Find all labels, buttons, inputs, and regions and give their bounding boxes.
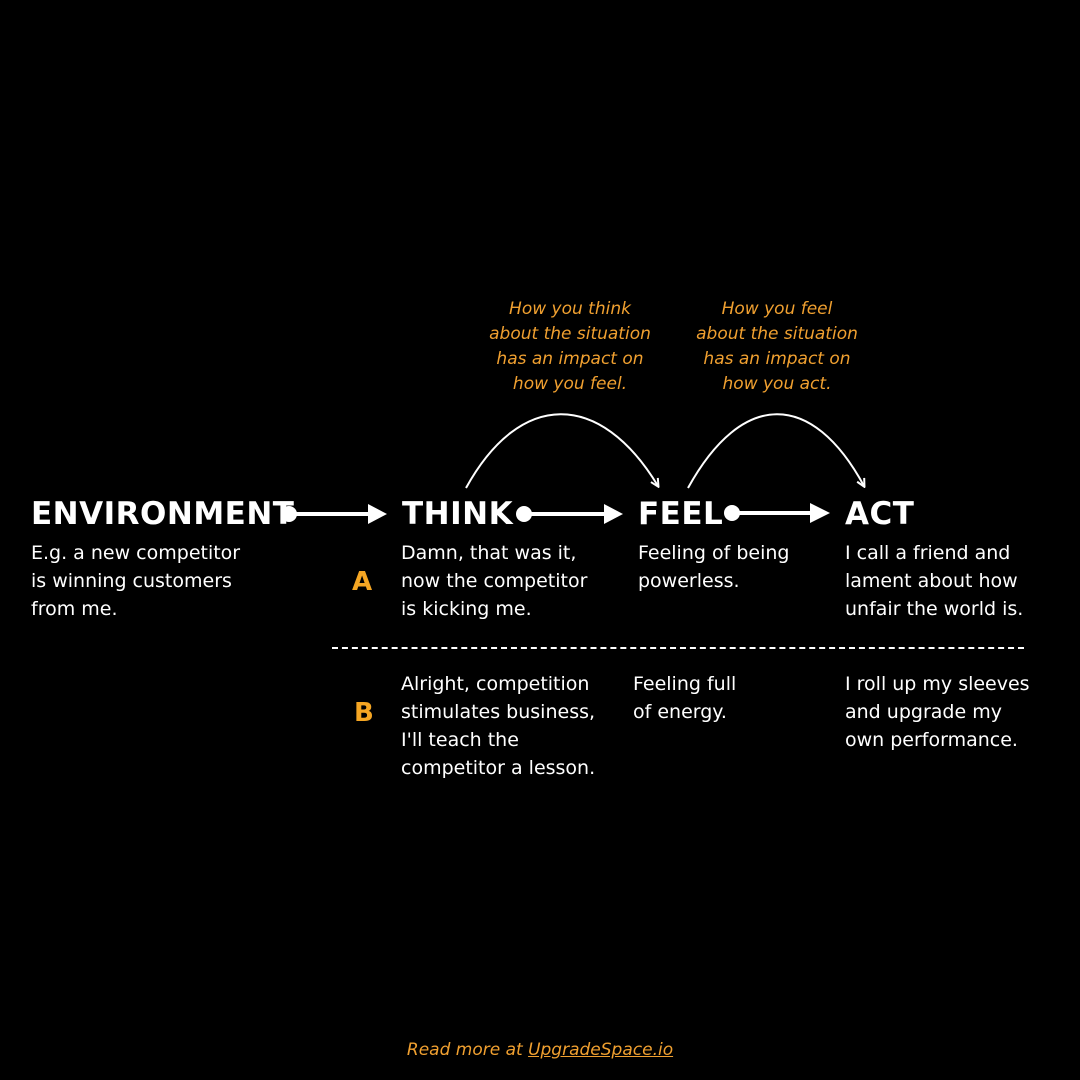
scenario-b-think: Alright, competition stimulates business… bbox=[401, 673, 596, 779]
stage-act: ACT bbox=[845, 496, 915, 532]
stage-environment: ENVIRONMENT bbox=[31, 496, 295, 532]
footer-link[interactable]: UpgradeSpace.io bbox=[528, 1040, 674, 1060]
stage-think: THINK bbox=[402, 496, 514, 532]
scenario-b-act: I roll up my sleeves and upgrade my own … bbox=[845, 673, 1030, 751]
note-feel-to-act: How you feel about the situation has an … bbox=[696, 299, 858, 394]
scenario-b-label: B bbox=[354, 698, 374, 728]
arc-think-to-feel bbox=[465, 413, 658, 488]
arrow-environment-to-think bbox=[281, 504, 387, 524]
note-think-to-feel: How you think about the situation has an… bbox=[489, 299, 651, 394]
arc-feel-to-act bbox=[687, 413, 864, 488]
arrow-think-to-feel bbox=[516, 504, 623, 524]
footer: Read more at UpgradeSpace.io bbox=[0, 1039, 1080, 1061]
environment-example: E.g. a new competitor is winning custome… bbox=[31, 542, 241, 620]
scenario-b-feel: Feeling full of energy. bbox=[633, 673, 737, 723]
footer-prefix: Read more at bbox=[406, 1040, 529, 1060]
scenario-a-feel: Feeling of being powerless. bbox=[638, 542, 790, 592]
scenario-a-think: Damn, that was it, now the competitor is… bbox=[401, 542, 588, 620]
scenario-a-label: A bbox=[352, 567, 373, 597]
scenario-a-act: I call a friend and lament about how unf… bbox=[845, 542, 1024, 620]
scenario-divider bbox=[332, 647, 1024, 649]
stage-feel: FEEL bbox=[638, 496, 724, 532]
arrow-feel-to-act bbox=[724, 503, 830, 523]
